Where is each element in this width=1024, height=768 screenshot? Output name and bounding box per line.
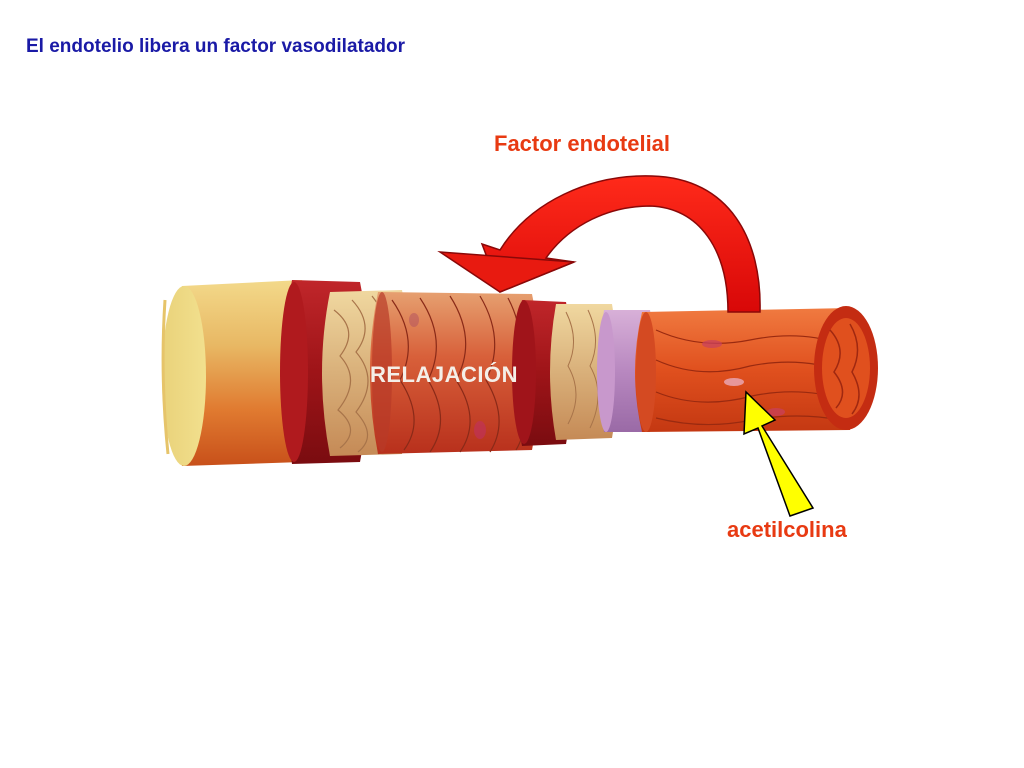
outer-layer: [161, 280, 312, 466]
arrow-icon: [743, 390, 815, 517]
muscle-layer: [370, 292, 540, 454]
inner-tube: [635, 306, 878, 432]
slide-title: El endotelio libera un factor vasodilata…: [26, 36, 406, 57]
relaxation-label: RELAJACIÓN: [370, 362, 519, 387]
curved-arrow-icon: [437, 175, 761, 313]
factor-label: Factor endotelial: [494, 131, 671, 156]
acetylcholine-label: acetilcolina: [727, 517, 847, 542]
